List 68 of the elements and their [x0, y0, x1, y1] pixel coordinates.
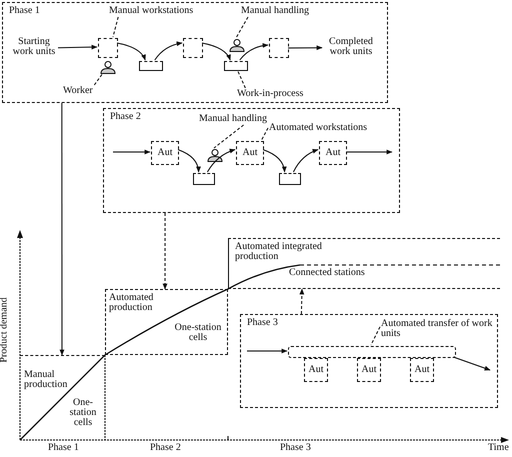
- axis-title: Time: [488, 443, 509, 453]
- arrow: [246, 348, 288, 354]
- arrow: [154, 42, 183, 60]
- arrow: [288, 45, 323, 50]
- region-label: Manual production: [24, 370, 68, 390]
- panel-title: Phase 2: [110, 112, 141, 122]
- phase-panel: [240, 314, 498, 408]
- arrow: [299, 288, 304, 314]
- annotation-label: Automated workstations: [269, 123, 389, 135]
- leader-line: [214, 124, 244, 148]
- leader-line: [370, 326, 380, 346]
- axis-title: Product demand: [0, 297, 10, 363]
- region-label: One-station cells: [68, 398, 98, 428]
- arrow: [58, 44, 98, 50]
- arrow: [452, 356, 491, 370]
- arrow: [206, 149, 236, 172]
- region-label: Automated integrated production: [235, 242, 323, 262]
- annotation-label: Worker: [63, 86, 101, 98]
- workstation-box: Aut: [410, 358, 434, 382]
- workstation-box: [269, 38, 289, 58]
- process-label: Starting work units: [9, 37, 59, 63]
- production-region: [105, 289, 228, 355]
- panel-title: Phase 3: [247, 318, 278, 328]
- region-label: Connected stations: [289, 268, 366, 278]
- workstation-box: [98, 38, 118, 58]
- panel-title: Phase 1: [9, 6, 40, 16]
- conveyor-bar: [288, 346, 456, 358]
- workstation-box: [183, 38, 203, 58]
- arrow: [60, 102, 64, 356]
- arrow: [346, 150, 393, 154]
- arrow: [239, 43, 269, 60]
- workstation-box: Aut: [357, 358, 381, 382]
- annotation-label: Automated transfer of work units: [381, 319, 493, 341]
- wip-tray: [139, 61, 163, 71]
- workstation-box: Aut: [151, 141, 179, 165]
- worker-icon: [98, 61, 118, 74]
- leader-line: [94, 72, 104, 86]
- leader-line: [261, 128, 268, 140]
- arrow: [162, 212, 168, 290]
- axis-label: Phase 2: [150, 443, 181, 453]
- workstation-box: Aut: [236, 141, 264, 165]
- phase-panel: [103, 108, 400, 213]
- annotation-label: Manual workstations: [109, 6, 211, 18]
- workstation-box: Aut: [304, 358, 328, 382]
- arrow: [262, 149, 286, 173]
- production-region: [228, 238, 500, 289]
- region-label: Automated production: [109, 293, 154, 313]
- leader-line: [236, 70, 246, 88]
- annotation-label: Manual handling: [241, 6, 321, 18]
- arrow: [178, 149, 201, 173]
- process-label: Completed work units: [323, 37, 379, 63]
- annotation-label: Work-in-process: [237, 89, 315, 101]
- arrow: [116, 42, 146, 61]
- wip-tray: [279, 173, 301, 185]
- workstation-box: Aut: [319, 141, 347, 165]
- leader-line: [236, 16, 248, 38]
- axis-label: Phase 3: [280, 443, 311, 453]
- arrow: [292, 149, 319, 172]
- region-label: One-station cells: [174, 323, 222, 343]
- wip-tray: [224, 61, 248, 71]
- phase-panel: [2, 2, 388, 103]
- handling-icon: [206, 149, 224, 162]
- arrow: [112, 150, 151, 154]
- wip-tray: [193, 173, 215, 185]
- handling-icon: [228, 39, 246, 52]
- leader-line: [112, 16, 119, 38]
- axis-label: Phase 1: [48, 443, 79, 453]
- arrow: [202, 42, 231, 61]
